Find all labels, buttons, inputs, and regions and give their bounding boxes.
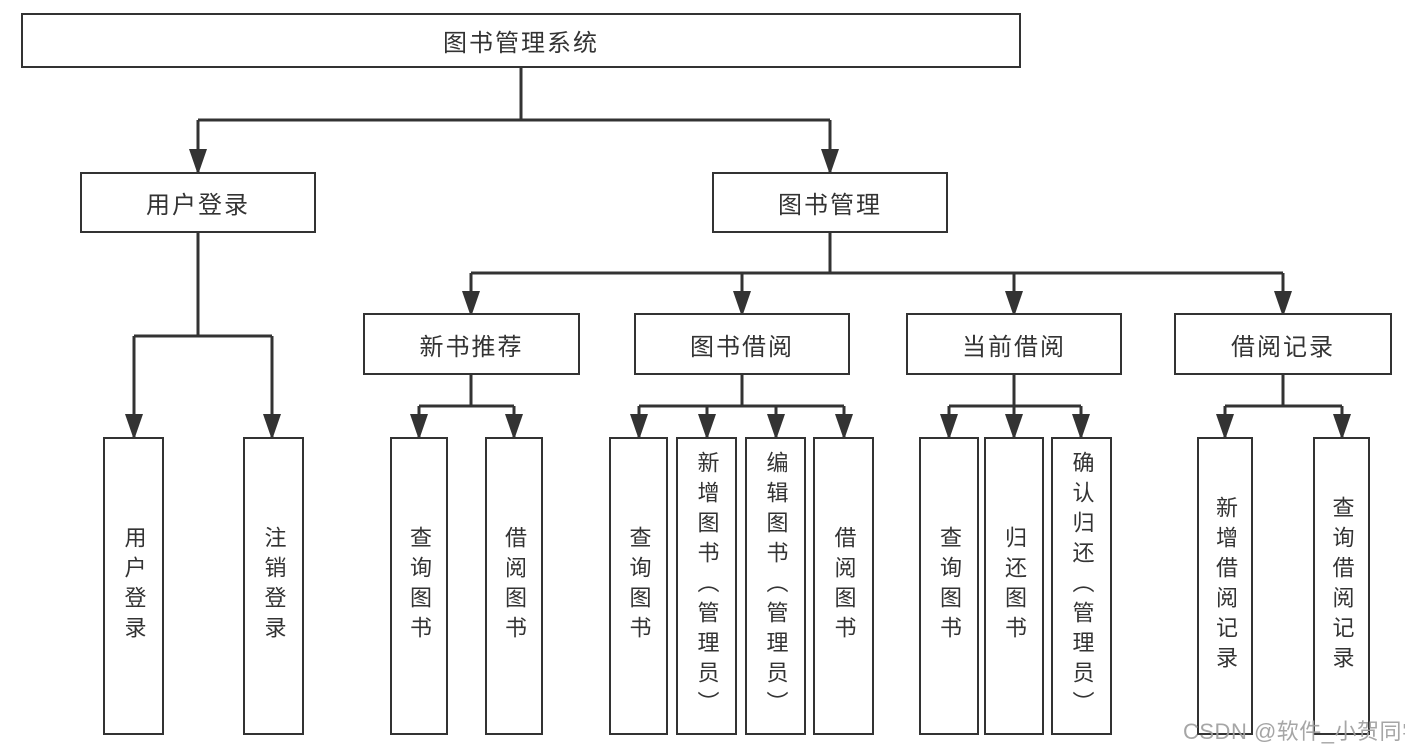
edges-book-mgmt [469, 233, 1285, 313]
edges-book-borrow [637, 375, 846, 437]
arrowhead-icon [410, 414, 428, 440]
leaf-logout: 注销登录 [243, 437, 304, 735]
node-borrow-records: 借阅记录 [1174, 313, 1392, 375]
leaf-borrow-add-books-admin: 新增图书（管理员） [676, 437, 737, 735]
arrowhead-icon [835, 414, 853, 440]
edges-borrow-records [1223, 375, 1344, 437]
arrowhead-icon [263, 414, 281, 440]
arrowhead-icon [821, 149, 839, 175]
leaf-records-query-record: 查询借阅记录 [1313, 437, 1370, 735]
arrowhead-icon [940, 414, 958, 440]
arrowhead-icon [1216, 414, 1234, 440]
leaf-user-login: 用户登录 [103, 437, 164, 735]
arrowhead-icon [1333, 414, 1351, 440]
edges-root [196, 68, 832, 172]
node-system-root: 图书管理系统 [21, 13, 1021, 68]
leaf-current-confirm-return-admin: 确认归还（管理员） [1051, 437, 1112, 735]
arrowhead-icon [125, 414, 143, 440]
leaf-current-query-books: 查询图书 [919, 437, 979, 735]
watermark: CSDN @软件_小贺同学 [1183, 719, 1405, 744]
arrowhead-icon [1274, 291, 1292, 317]
node-user-login-module: 用户登录 [80, 172, 316, 233]
leaf-current-return-books: 归还图书 [984, 437, 1044, 735]
leaf-records-add-record: 新增借阅记录 [1197, 437, 1253, 735]
leaf-borrow-edit-books-admin: 编辑图书（管理员） [745, 437, 806, 735]
arrowhead-icon [733, 291, 751, 317]
node-new-book-recommend: 新书推荐 [363, 313, 580, 375]
arrowhead-icon [767, 414, 785, 440]
arrowhead-icon [462, 291, 480, 317]
edges-user-login [132, 233, 274, 437]
leaf-borrow-query-books: 查询图书 [609, 437, 668, 735]
arrowhead-icon [189, 149, 207, 175]
node-book-borrow: 图书借阅 [634, 313, 850, 375]
arrowhead-icon [630, 414, 648, 440]
arrowhead-icon [505, 414, 523, 440]
node-book-management-module: 图书管理 [712, 172, 948, 233]
arrowheads [125, 149, 1351, 440]
leaf-newbook-query-books: 查询图书 [390, 437, 448, 735]
arrowhead-icon [1072, 414, 1090, 440]
arrowhead-icon [698, 414, 716, 440]
node-current-borrow: 当前借阅 [906, 313, 1122, 375]
arrowhead-icon [1005, 291, 1023, 317]
leaf-newbook-borrow-books: 借阅图书 [485, 437, 543, 735]
arrowhead-icon [1005, 414, 1023, 440]
leaf-borrow-borrow-books: 借阅图书 [813, 437, 874, 735]
edges-new-book [417, 375, 516, 437]
